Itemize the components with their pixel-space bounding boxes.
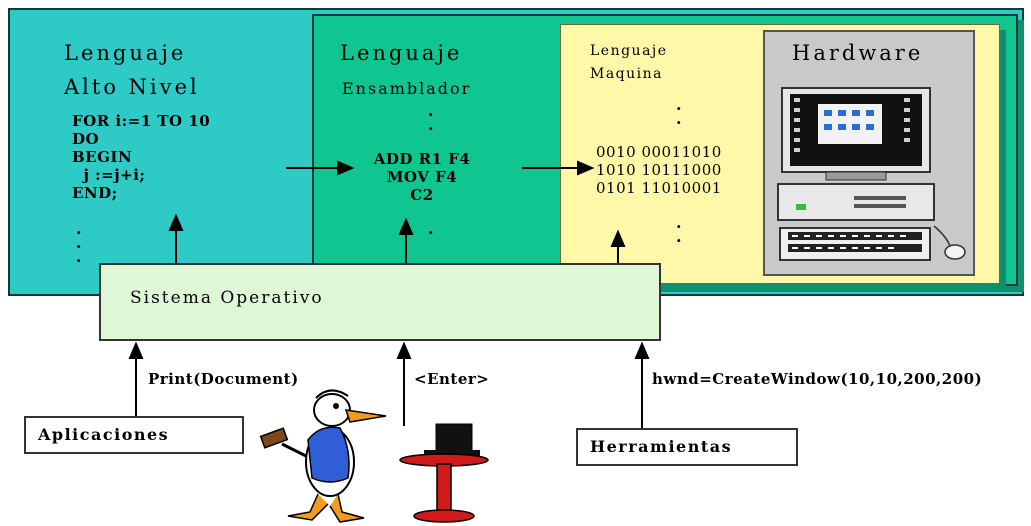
user-call-label: <Enter> bbox=[414, 370, 489, 388]
arrow-up-icon bbox=[130, 344, 142, 416]
arrow-up-icon bbox=[636, 344, 648, 428]
duck-cartoon-icon bbox=[261, 390, 386, 522]
computer-icon bbox=[778, 88, 965, 260]
arrow-up-icon bbox=[612, 232, 624, 263]
arrow-up-icon bbox=[400, 220, 412, 263]
operating-system-label: Sistema Operativo bbox=[130, 288, 324, 308]
arrow-right-icon bbox=[286, 162, 352, 174]
tools-box: Herramientas bbox=[576, 428, 798, 466]
apps-call-label: Print(Document) bbox=[148, 370, 299, 388]
arrow-right-icon bbox=[522, 162, 592, 174]
applications-box: Aplicaciones bbox=[24, 416, 244, 454]
arrow-up-icon bbox=[398, 344, 410, 426]
terminal-icon bbox=[400, 424, 488, 522]
tools-call-label: hwnd=CreateWindow(10,10,200,200) bbox=[652, 370, 982, 388]
arrow-up-icon bbox=[170, 216, 182, 263]
